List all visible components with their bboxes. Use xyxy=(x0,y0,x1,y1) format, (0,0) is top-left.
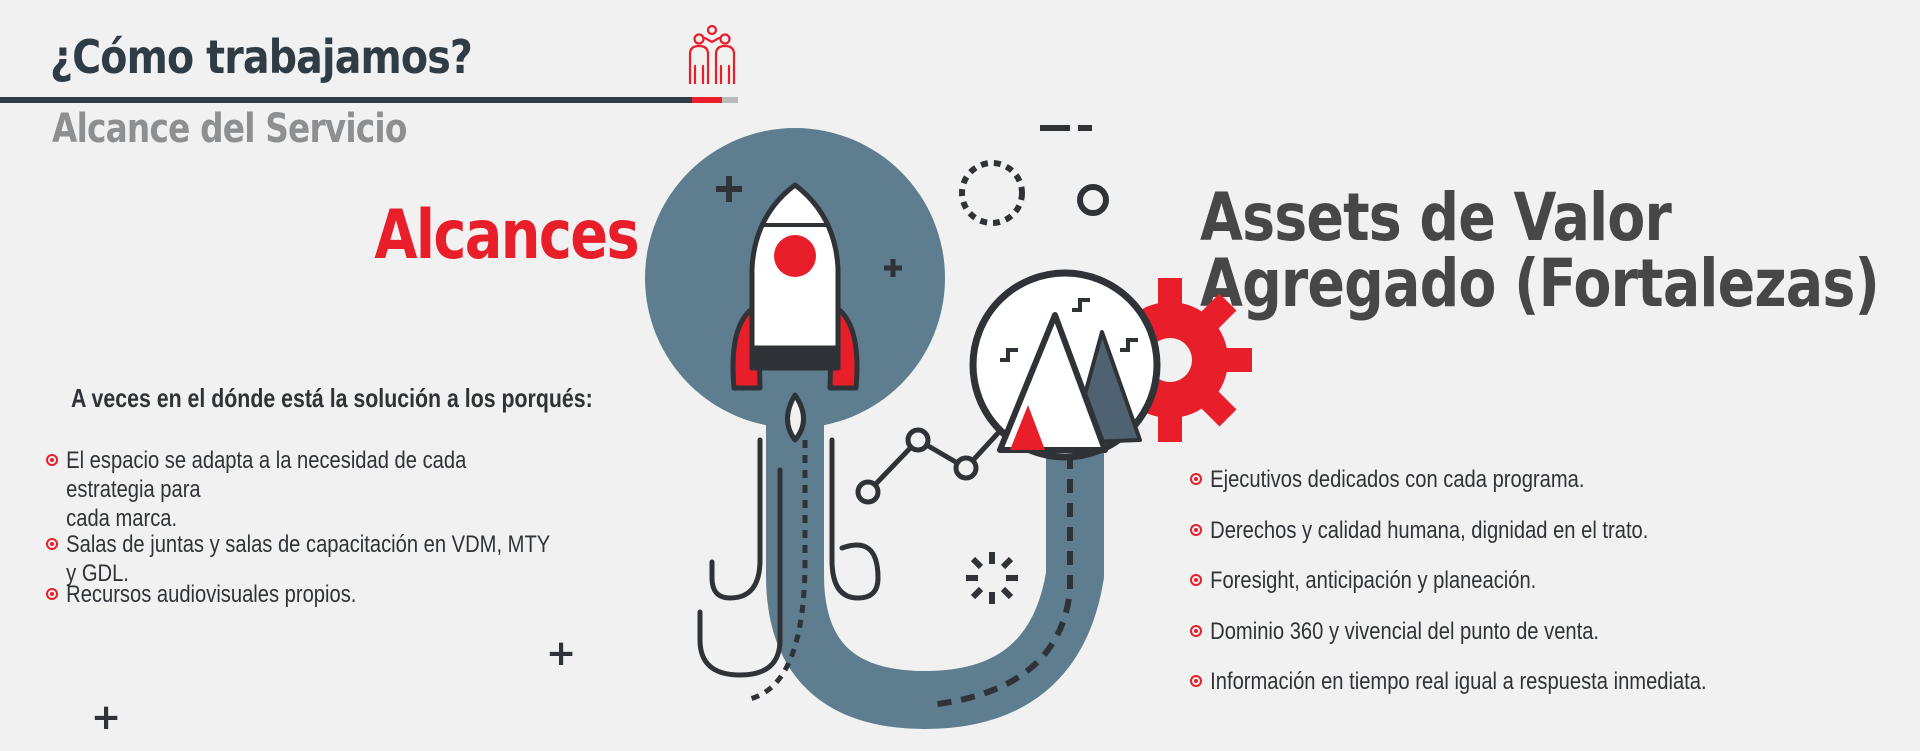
title-rule-end xyxy=(722,97,738,103)
list-item-text: Salas de juntas y salas de capacitación … xyxy=(66,531,550,587)
list-item: Ejecutivos dedicados con cada programa. xyxy=(1190,465,1830,494)
bullet-icon xyxy=(46,454,58,466)
assets-heading-line: Agregado (Fortalezas) xyxy=(1200,245,1880,322)
list-item-text: El espacio se adapta a la necesidad de c… xyxy=(66,447,467,503)
strengths-list: Ejecutivos dedicados con cada programa. … xyxy=(1190,465,1830,705)
bullet-icon xyxy=(1190,675,1202,687)
assets-heading: Assets de Valor Agregado (Fortalezas) xyxy=(1200,185,1880,317)
page-subtitle: Alcance del Servicio xyxy=(52,106,407,152)
list-item: Foresight, anticipación y planeación. xyxy=(1190,566,1830,595)
list-item-text: Dominio 360 y vivencial del punto de ven… xyxy=(1210,618,1600,645)
rocket-backdrop xyxy=(645,128,945,428)
list-item-text: Ejecutivos dedicados con cada programa. xyxy=(1210,466,1585,493)
sun-burst-icon xyxy=(966,552,1018,604)
list-item: Recursos audiovisuales propios. xyxy=(46,580,646,609)
list-item-text: Información en tiempo real igual a respu… xyxy=(1210,668,1707,695)
team-icon xyxy=(688,24,736,84)
bullet-icon xyxy=(1190,574,1202,586)
list-item-text: cada marca. xyxy=(66,505,178,532)
dashed-trail xyxy=(744,440,808,703)
bullet-icon xyxy=(1190,473,1202,485)
ring-icon xyxy=(1077,184,1109,216)
assets-heading-line: Assets de Valor xyxy=(1200,179,1672,256)
list-item: Dominio 360 y vivencial del punto de ven… xyxy=(1190,617,1830,646)
plus-icon xyxy=(716,176,742,202)
u-tube-shape xyxy=(766,395,1104,730)
list-item: Derechos y calidad humana, dignidad en e… xyxy=(1190,516,1830,545)
hook-icon xyxy=(697,437,881,678)
list-item-text: Recursos audiovisuales propios. xyxy=(66,581,357,608)
rocket-icon xyxy=(730,182,860,443)
dashed-ring-icon xyxy=(959,160,1025,226)
scope-list: El espacio se adapta a la necesidad de c… xyxy=(46,446,646,626)
list-item-text: Derechos y calidad humana, dignidad en e… xyxy=(1210,517,1649,544)
list-item-text: Foresight, anticipación y planeación. xyxy=(1210,567,1537,594)
title-rule-accent xyxy=(692,97,722,103)
list-item: Información en tiempo real igual a respu… xyxy=(1190,667,1830,696)
bullet-icon xyxy=(46,538,58,550)
list-item: El espacio se adapta a la necesidad de c… xyxy=(46,446,646,533)
title-rule xyxy=(0,97,692,103)
dashed-trail xyxy=(929,455,1073,708)
plus-icon: + xyxy=(91,697,122,738)
mountain-icon xyxy=(969,269,1161,461)
bullet-icon xyxy=(1190,625,1202,637)
page-title: ¿Cómo trabajamos? xyxy=(50,30,473,84)
bullet-icon xyxy=(46,588,58,600)
bullet-icon xyxy=(1190,524,1202,536)
plus-icon: + xyxy=(546,633,577,674)
list-item: Salas de juntas y salas de capacitación … xyxy=(46,530,646,588)
lead-text: A veces en el dónde está la solución a l… xyxy=(71,383,593,413)
plus-icon xyxy=(884,259,902,277)
chart-line-icon xyxy=(855,418,1012,505)
alcances-heading: Alcances xyxy=(374,196,639,275)
